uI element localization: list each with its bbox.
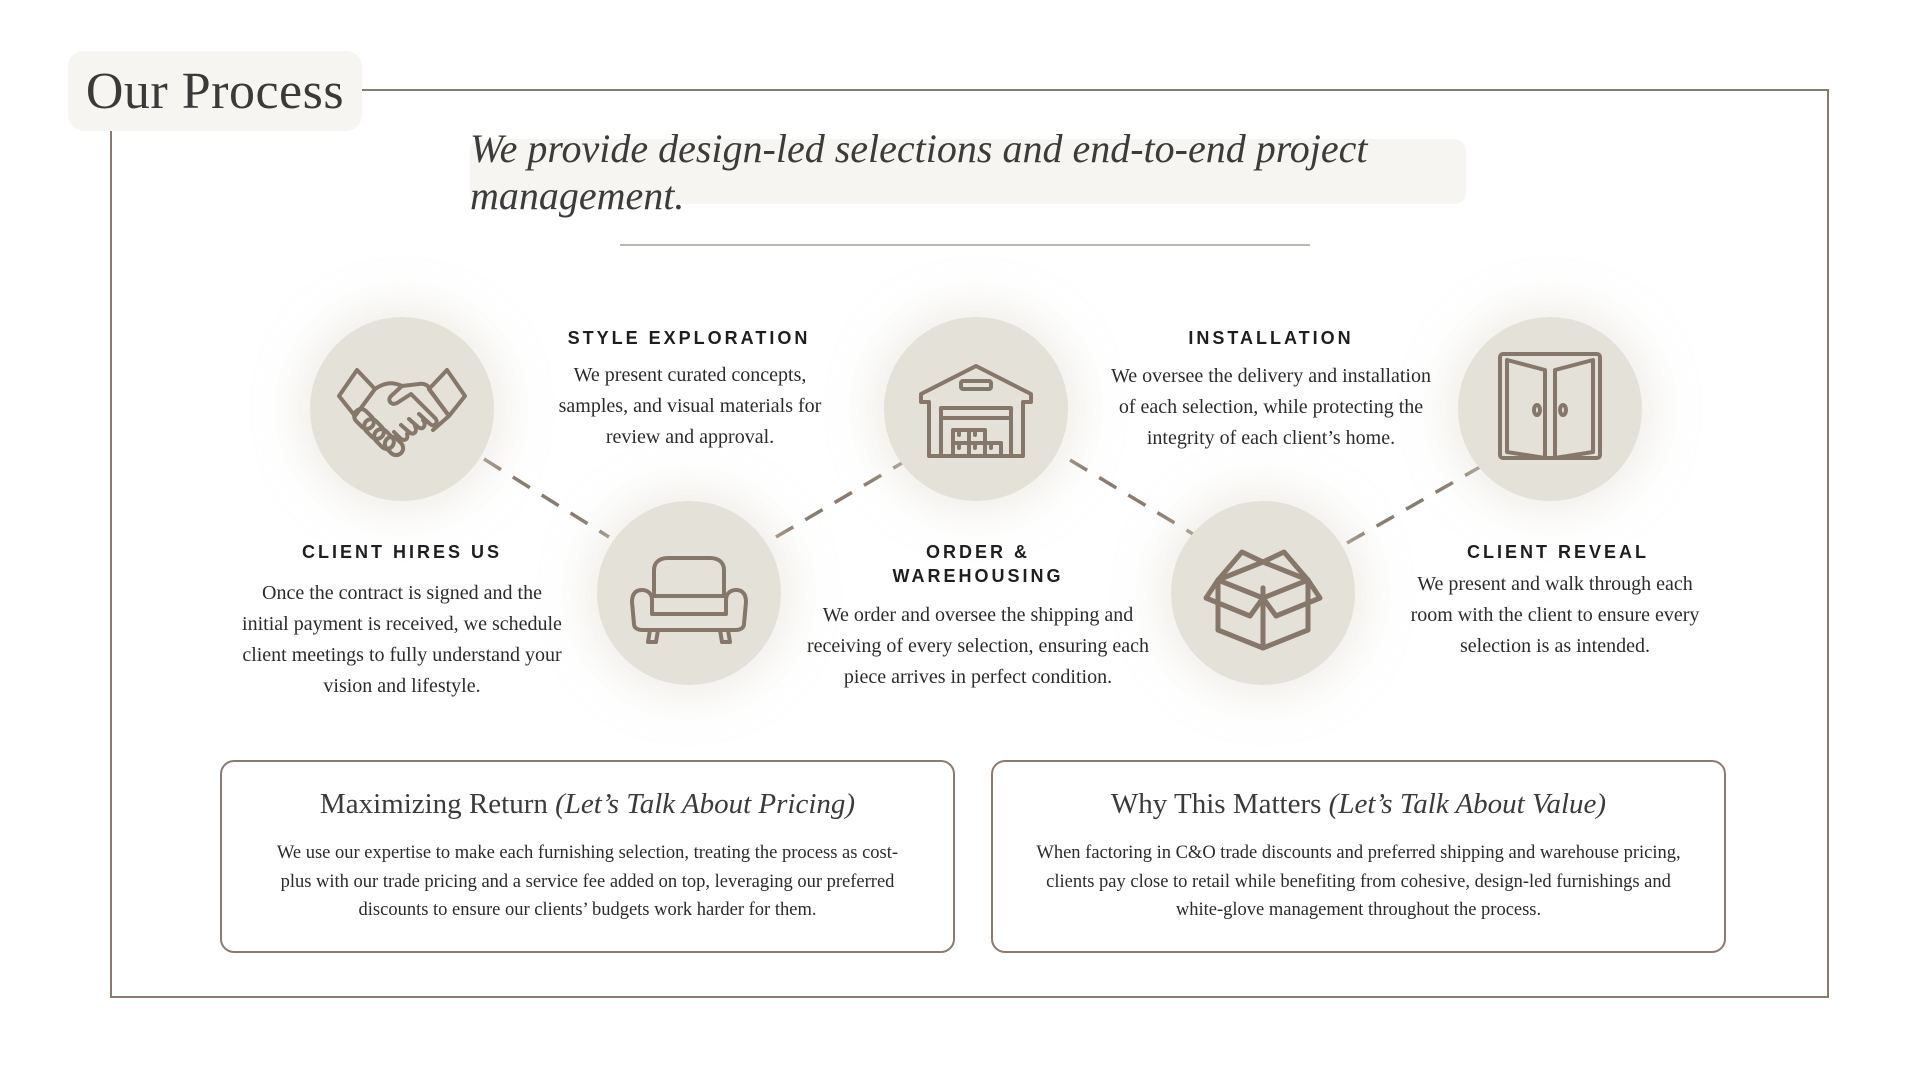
step-1-text: Once the contract is signed and the init… xyxy=(242,582,562,697)
connector-line-1 xyxy=(483,457,610,539)
value-card: Why This Matters (Let’s Talk About Value… xyxy=(991,760,1726,953)
step-3-text: We order and oversee the shipping and re… xyxy=(806,604,1150,688)
pricing-card-title: Maximizing Return (Let’s Talk About Pric… xyxy=(222,788,953,821)
step-2-circle xyxy=(597,501,781,685)
title-panel: Our Process xyxy=(68,51,362,131)
connector-line-2 xyxy=(775,461,903,539)
step-5-circle xyxy=(1458,317,1642,501)
pricing-card-text: We use our expertise to make each furnis… xyxy=(276,843,899,920)
door-icon xyxy=(1498,352,1602,460)
step-2-title: STYLE EXPLORATION xyxy=(567,328,811,348)
step-1-title: CLIENT HIRES US xyxy=(301,542,502,562)
step-4-circle xyxy=(1171,501,1355,685)
value-card-heading: Why This Matters xyxy=(1110,788,1322,820)
step-4-title: INSTALLATION xyxy=(1188,328,1354,348)
step-3-title: ORDER & WAREHOUSING xyxy=(892,542,1064,586)
step-4-text: We oversee the delivery and installation… xyxy=(1111,365,1431,449)
value-card-title: Why This Matters (Let’s Talk About Value… xyxy=(993,788,1724,821)
pricing-card-subheading: (Let’s Talk About Pricing) xyxy=(555,788,856,820)
connector-line-3 xyxy=(1069,458,1199,539)
step-2-text: We present curated concepts, samples, an… xyxy=(558,364,822,448)
step-5-text: We present and walk through each room wi… xyxy=(1410,573,1700,657)
divider-rule xyxy=(620,244,1310,246)
pricing-card-heading: Maximizing Return xyxy=(319,788,548,820)
value-card-subheading: (Let’s Talk About Value) xyxy=(1328,788,1607,820)
tagline-panel: We provide design-led selections and end… xyxy=(470,126,1466,218)
page-frame xyxy=(110,89,1829,998)
tagline: We provide design-led selections and end… xyxy=(470,125,1368,218)
value-card-text: When factoring in C&O trade discounts an… xyxy=(1036,843,1681,920)
step-3-circle xyxy=(884,317,1068,501)
handshake-icon xyxy=(337,368,467,458)
step-5-title: CLIENT REVEAL xyxy=(1466,542,1649,562)
connector-line-4 xyxy=(1346,465,1481,545)
sofa-icon xyxy=(630,556,748,644)
warehouse-icon xyxy=(919,364,1033,458)
step-1-circle xyxy=(310,317,494,501)
page-title: Our Process xyxy=(85,62,345,120)
pricing-card: Maximizing Return (Let’s Talk About Pric… xyxy=(220,760,955,953)
box-icon xyxy=(1203,549,1323,651)
